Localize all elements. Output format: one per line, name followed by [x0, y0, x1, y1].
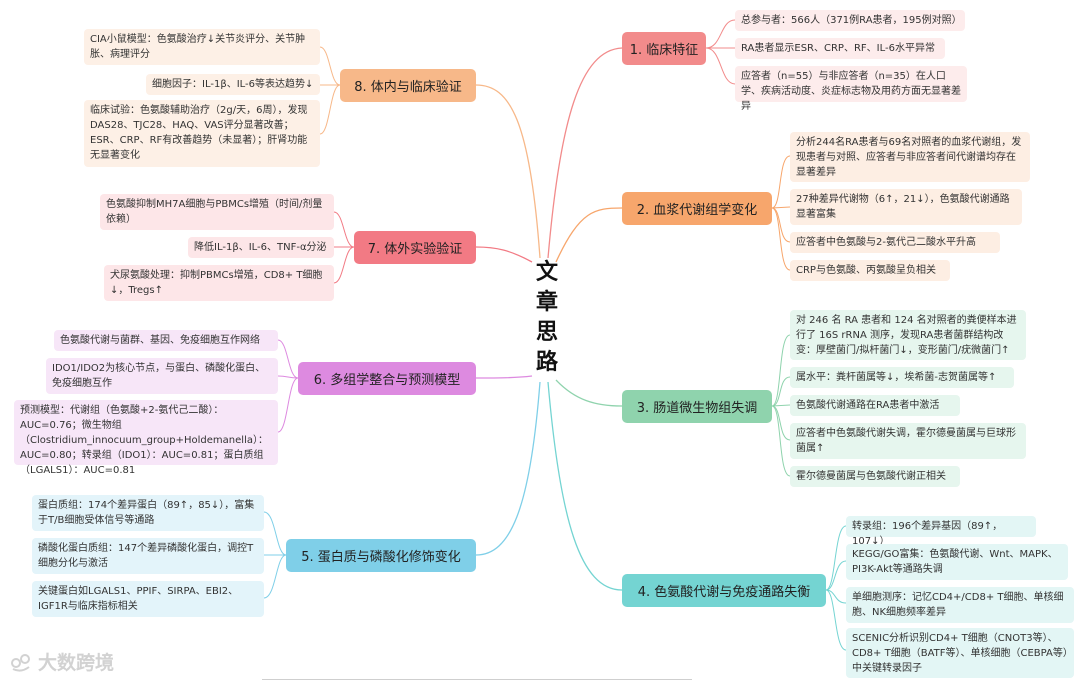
leaf-node: RA患者显示ESR、CRP、RF、IL-6水平异常: [735, 38, 945, 59]
leaf-node: 预测模型：代谢组（色氨酸+2-氨代己二酸）：AUC=0.76；微生物组（Clos…: [14, 400, 278, 476]
central-topic-char: 思: [535, 320, 558, 345]
leaf-node: 霍尔德曼菌属与色氨酸代谢正相关: [790, 466, 960, 487]
branch-in-vitro-validation[interactable]: 7. 体外实验验证: [354, 231, 476, 264]
leaf-node: 磷酸化蛋白质组：147个差异磷酸化蛋白，调控T细胞分化与激活: [32, 538, 264, 574]
leaf-node: 单细胞测序：记忆CD4+/CD8+ T细胞、单核细胞、NK细胞频率差异: [846, 587, 1074, 623]
branch-plasma-metabolomics[interactable]: 2. 血浆代谢组学变化: [622, 192, 772, 225]
leaf-node: 应答者中色氨酸代谢失调，霍尔德曼菌属与巨球形菌属↑: [790, 423, 1026, 459]
branch-clinical-features[interactable]: 1. 临床特征: [622, 32, 706, 65]
branch-in-vivo-clinical[interactable]: 8. 体内与临床验证: [340, 69, 476, 102]
branch-gut-microbiome[interactable]: 3. 肠道微生物组失调: [622, 390, 772, 423]
leaf-node: 转录组：196个差异基因（89↑，107↓）: [846, 516, 1036, 547]
watermark: 大数跨境: [10, 648, 114, 675]
leaf-node: CIA小鼠模型：色氨酸治疗↓关节炎评分、关节肿胀、病理评分: [84, 29, 320, 65]
leaf-node: 色氨酸代谢与菌群、基因、免疫细胞互作网络: [54, 330, 278, 351]
leaf-node: SCENIC分析识别CD4+ T细胞（CNOT3等）、CD8+ T细胞（BATF…: [846, 628, 1074, 678]
leaf-node: 犬尿氨酸处理：抑制PBMCs增殖，CD8+ T细胞↓，Tregs↑: [104, 265, 334, 301]
central-topic-char: 文: [535, 260, 558, 285]
leaf-node: 关键蛋白如LGALS1、PPIF、SIRPA、EBI2、IGF1R与临床指标相关: [32, 581, 264, 617]
leaf-node: 临床试验：色氨酸辅助治疗（2g/天，6周），发现DAS28、TJC28、HAQ、…: [84, 100, 320, 167]
branch-protein-phosphorylation[interactable]: 5. 蛋白质与磷酸化修饰变化: [286, 539, 476, 572]
leaf-node: 细胞因子：IL-1β、IL-6等表达趋势↓: [146, 74, 320, 95]
leaf-node: KEGG/GO富集：色氨酸代谢、Wnt、MAPK、PI3K-Akt等通路失调: [846, 544, 1068, 580]
central-topic: 文 章 思 路: [530, 258, 564, 378]
leaf-node: 27种差异代谢物（6↑，21↓），色氨酸代谢通路显著富集: [790, 189, 1022, 225]
central-topic-char: 路: [535, 350, 558, 375]
branch-multi-omics-model[interactable]: 6. 多组学整合与预测模型: [298, 362, 476, 395]
leaf-node: IDO1/IDO2为核心节点，与蛋白、磷酸化蛋白、免疫细胞互作: [46, 358, 278, 394]
branch-tryptophan-immune[interactable]: 4. 色氨酸代谢与免疫通路失衡: [622, 574, 826, 607]
leaf-node: 分析244名RA患者与69名对照者的血浆代谢组，发现患者与对照、应答者与非应答者…: [790, 132, 1030, 182]
leaf-node: 应答者（n=55）与非应答者（n=35）在人口学、疾病活动度、炎症标志物及用药方…: [735, 66, 967, 112]
leaf-node: CRP与色氨酸、丙氨酸呈负相关: [790, 260, 950, 281]
leaf-node: 色氨酸抑制MH7A细胞与PBMCs增殖（时间/剂量依赖）: [100, 194, 334, 230]
leaf-node: 属水平：粪杆菌属等↓，埃希菌-志贺菌属等↑: [790, 367, 1014, 388]
leaf-node: 对 246 名 RA 患者和 124 名对照者的粪便样本进行了 16S rRNA…: [790, 310, 1026, 360]
central-topic-char: 章: [535, 290, 558, 315]
watermark-text: 大数跨境: [38, 652, 115, 674]
watermark-logo-icon: [11, 653, 30, 672]
leaf-node: 总参与者：566人（371例RA患者，195例对照）: [735, 10, 965, 31]
bottom-divider: [262, 679, 692, 680]
leaf-node: 色氨酸代谢通路在RA患者中激活: [790, 395, 960, 416]
leaf-node: 蛋白质组：174个差异蛋白（89↑，85↓），富集于T/B细胞受体信号等通路: [32, 495, 264, 531]
leaf-node: 应答者中色氨酸与2-氨代己二酸水平升高: [790, 232, 1000, 253]
leaf-node: 降低IL-1β、IL-6、TNF-α分泌: [188, 237, 334, 258]
